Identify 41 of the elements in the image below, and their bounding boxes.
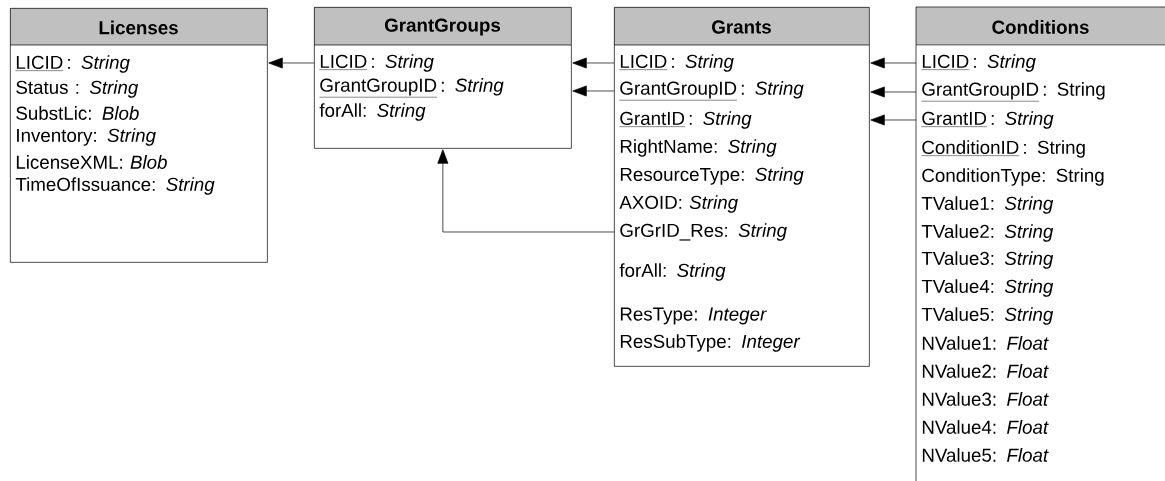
table-row: NValue3: Float — [922, 392, 1049, 406]
table-row: GrantGroupID : String — [319, 78, 504, 98]
table-row: NValue1: Float — [922, 336, 1049, 350]
table-row: GrGrID_Res: String — [620, 223, 787, 241]
arrow — [870, 86, 917, 98]
table-row: TValue5: String — [921, 307, 1054, 325]
table-row: SubstLic: Blob — [16, 106, 139, 120]
table-row: RightName: String — [620, 139, 777, 157]
arrow — [572, 57, 615, 69]
table-row: GrantGroupID : String — [619, 81, 804, 101]
table-row: AXOID: String — [619, 195, 738, 213]
table-row: TValue3: String — [921, 251, 1054, 269]
table-row: TimeOfIssuance: String — [15, 177, 215, 195]
arrow — [870, 114, 917, 126]
arrow — [572, 85, 615, 97]
arrow — [437, 149, 615, 233]
table-row: NValue2: Float — [922, 364, 1049, 378]
table-row: LICID : String — [619, 54, 734, 72]
arrow — [268, 57, 315, 69]
table-row: Inventory: String — [17, 128, 156, 146]
table-row: GrantID : String — [619, 111, 752, 129]
arrow — [870, 57, 917, 69]
table-row: GrantID : String — [921, 111, 1054, 129]
table-row: forAll: String — [619, 263, 726, 281]
table-row: GrantGroupID : String — [921, 82, 1105, 102]
table-row: ResourceType: String — [620, 167, 804, 185]
table-row: ResSubType: Integer — [620, 334, 801, 352]
table-row: LicenseXML: Blob — [16, 155, 167, 169]
table-row: ConditionID : String — [921, 140, 1085, 158]
table-row: LICID : String — [921, 54, 1036, 72]
table-row: LICID : String — [15, 55, 130, 73]
table-row: Status : String — [16, 80, 139, 98]
table-row: TValue2: String — [921, 224, 1054, 242]
table-row: TValue4: String — [921, 279, 1054, 297]
table-row: LICID : String — [319, 54, 434, 72]
table-row: NValue5: Float — [922, 448, 1049, 462]
table-row: TValue1: String — [921, 196, 1054, 214]
table-row: ConditionType: String — [922, 168, 1104, 186]
table-row: ResType: Integer — [620, 307, 767, 325]
table-row: forAll: String — [319, 103, 426, 121]
table-row: NValue4: Float — [922, 420, 1049, 434]
